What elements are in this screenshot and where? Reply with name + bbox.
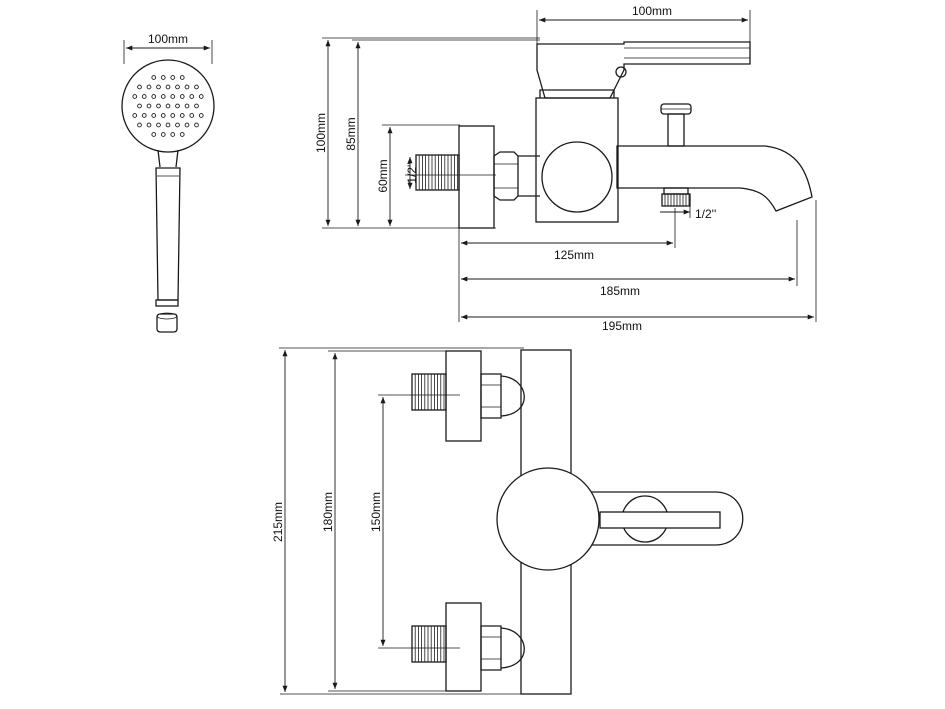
side-view-drawing: 100mm 85mm 60mm 1/2'' 1/2'' 100mm 125mm … (314, 4, 817, 333)
height-total-label: 100mm (314, 113, 328, 153)
depth-195-label: 195mm (602, 319, 642, 333)
wall-flange (458, 125, 495, 229)
centers-150-label: 150mm (369, 492, 383, 532)
hose-connector (155, 299, 179, 307)
mixer-body (535, 97, 619, 223)
inlet-thread-label: 1/2'' (405, 162, 419, 183)
shower-head (121, 59, 215, 153)
diverter-thread-label: 1/2'' (695, 207, 716, 221)
hand-shower-drawing: 100mm (121, 32, 215, 333)
mixer-dome-top (496, 467, 600, 571)
lower-inlet-thread (411, 625, 447, 663)
lever-length-label: 100mm (632, 4, 672, 18)
mixer-dome (541, 141, 613, 213)
hose-outlet-thread (661, 193, 691, 207)
top-view-drawing: 215mm 180mm 150mm (271, 347, 744, 695)
head-width-label: 100mm (148, 32, 188, 46)
width-180-label: 180mm (321, 492, 335, 532)
inlet-height-label: 60mm (376, 159, 390, 192)
shower-head-nozzles (132, 75, 204, 137)
depth-185-label: 185mm (600, 284, 640, 298)
inlet-thread (415, 154, 460, 191)
depth-125-label: 125mm (554, 248, 594, 262)
height-spout-label: 85mm (344, 117, 358, 150)
bath-spout (616, 145, 813, 212)
lever-top-view (559, 491, 744, 546)
lever-handle (536, 41, 751, 99)
shower-handle (155, 167, 181, 301)
upper-inlet-thread (411, 373, 447, 411)
width-215-label: 215mm (271, 502, 285, 542)
